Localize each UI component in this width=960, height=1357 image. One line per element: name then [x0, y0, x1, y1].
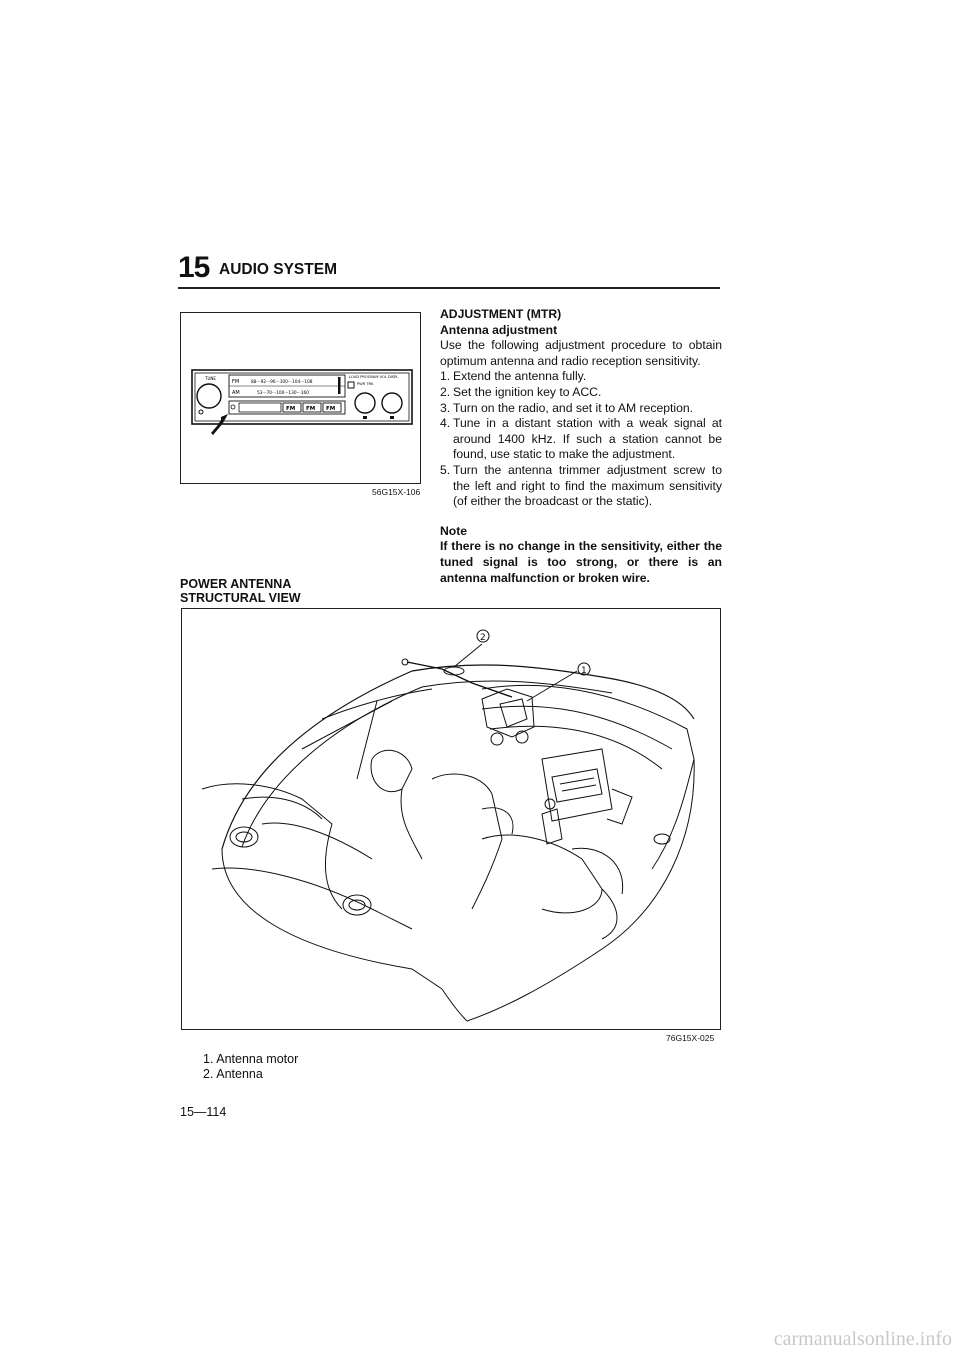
callout-1: 1: [581, 666, 587, 676]
section-number: 15: [178, 251, 210, 284]
step-item: 2.Set the ignition key to ACC.: [440, 384, 602, 399]
step-item: 5.Turn the antenna trimmer adjustment sc…: [440, 462, 722, 509]
legend-item: 2. Antenna: [203, 1067, 263, 1081]
section-title: AUDIO SYSTEM: [219, 261, 337, 278]
preset-2: FM: [306, 406, 315, 412]
structural-view-figure: 2 1: [181, 608, 721, 1030]
car-interior-illustration: 2 1: [201, 629, 695, 1022]
fm-label: FM: [232, 379, 239, 385]
power-antenna-heading: POWER ANTENNA STRUCTURAL VIEW: [180, 577, 301, 605]
power-antenna-title: POWER ANTENNA: [180, 577, 292, 591]
radio-illustration: TUNE FM 88···92···96···100···104···108 A…: [191, 369, 413, 435]
legend-item: 1. Antenna motor: [203, 1052, 299, 1066]
note-heading: Note: [440, 523, 468, 538]
step-item: 1.Extend the antenna fully.: [440, 369, 587, 384]
right-small-label: PWR TRK: [357, 382, 374, 386]
preset-3: FM: [326, 406, 335, 412]
watermark: carmanualsonline.info: [773, 1328, 952, 1350]
step-item: 4.Tune in a distant station with a weak …: [440, 416, 722, 462]
adjustment-section: ADJUSTMENT (MTR) Antenna adjustment Use …: [440, 307, 722, 586]
figure-legend: 1. Antenna motor 2. Antenna: [203, 1052, 298, 1082]
callout-2: 2: [480, 633, 486, 643]
am-scale: 53···70···100···130···160: [257, 390, 309, 396]
adjustment-title: ADJUSTMENT (MTR): [440, 307, 562, 321]
figure2-code: 76G15X-025: [666, 1033, 715, 1043]
tune-label: TUNE: [204, 376, 216, 381]
adjustment-steps: 1.Extend the antenna fully. 2.Set the ig…: [440, 369, 722, 509]
page-number: 15—114: [180, 1105, 227, 1119]
note-text: If there is no change in the sensitivity…: [440, 539, 722, 585]
adjustment-subtitle: Antenna adjustment: [440, 322, 558, 337]
step-item: 3.Turn on the radio, and set it to AM re…: [440, 400, 694, 415]
am-label: AM: [232, 390, 240, 396]
preset-1: FM: [286, 406, 295, 412]
adjustment-intro: Use the following adjustment procedure t…: [440, 338, 722, 368]
header-rule: [178, 287, 720, 289]
radio-figure: TUNE FM 88···92···96···100···104···108 A…: [180, 312, 421, 484]
fm-scale: 88···92···96···100···104···108: [251, 379, 313, 385]
power-antenna-subtitle: STRUCTURAL VIEW: [180, 591, 301, 605]
top-right-label: LOUD PROGRAM VOL DISPL: [349, 375, 398, 379]
figure1-code: 56G15X-106: [372, 487, 421, 497]
